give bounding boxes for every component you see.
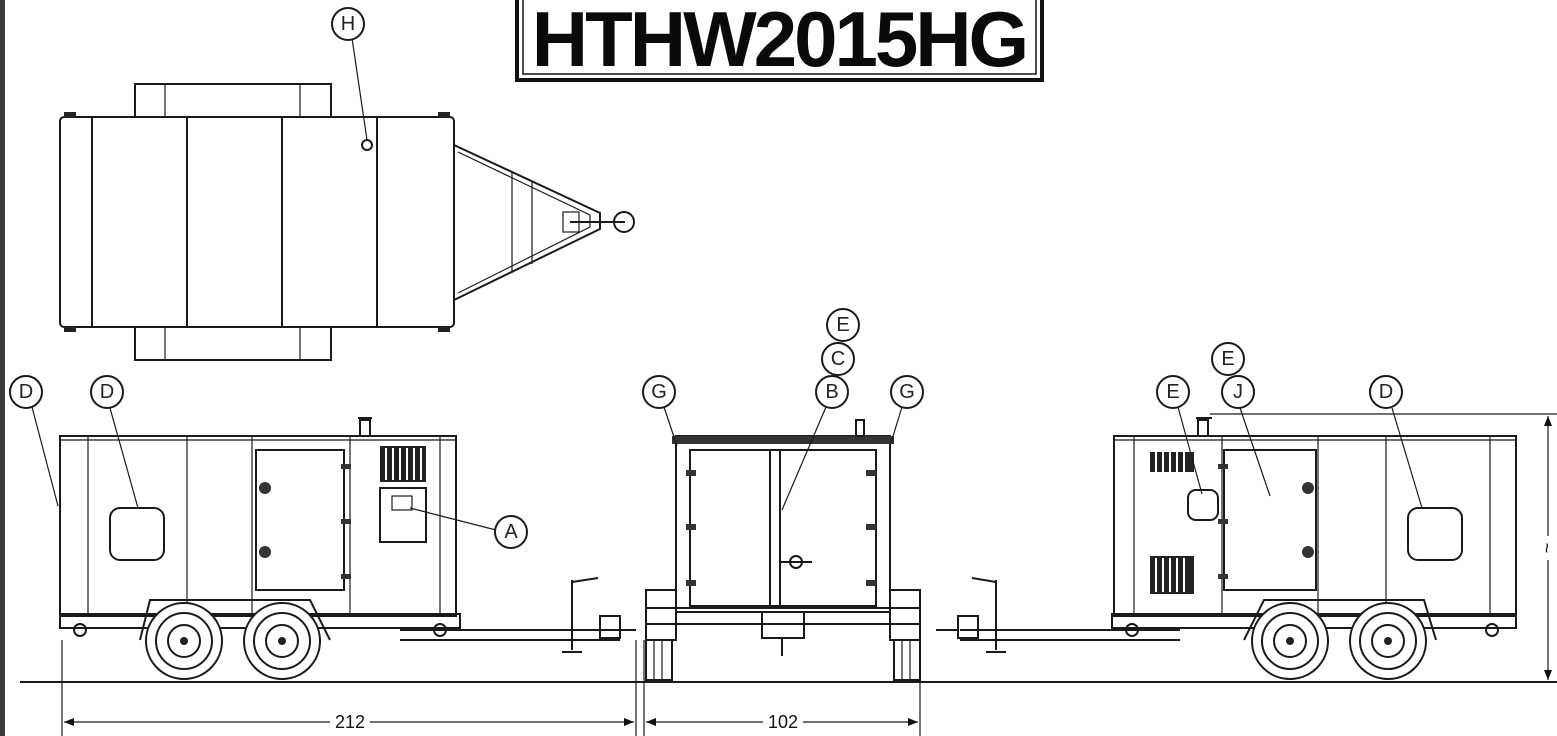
callout-d-left-1: D — [9, 375, 59, 507]
page-border — [0, 0, 5, 736]
height-dimension: ~ — [1210, 413, 1557, 680]
svg-text:D: D — [1379, 381, 1393, 403]
top-view — [59, 83, 635, 361]
svg-text:A: A — [504, 521, 518, 543]
callout-c-rear: C — [821, 342, 855, 376]
svg-text:G: G — [651, 381, 667, 403]
callout-g-rear-right: G — [889, 375, 924, 447]
callout-d-right: D — [1369, 375, 1423, 509]
callout-e-right-1: E — [1156, 375, 1203, 495]
callout-h: H — [331, 7, 368, 141]
width-value: 102 — [768, 712, 798, 732]
callout-g-rear-left: G — [642, 375, 678, 447]
rear-view — [645, 419, 921, 681]
title-block: HTHW2015HG — [515, 0, 1044, 83]
svg-text:E: E — [1166, 381, 1179, 403]
svg-text:C: C — [831, 348, 845, 370]
width-dimension: 102 — [643, 640, 921, 736]
callout-a: A — [409, 507, 528, 549]
svg-text:B: B — [825, 381, 838, 403]
length-value: 212 — [335, 712, 365, 732]
svg-text:E: E — [836, 314, 849, 336]
svg-text:E: E — [1221, 348, 1234, 370]
callout-b-rear: B — [781, 375, 849, 511]
svg-text:D: D — [19, 381, 33, 403]
model-title: HTHW2015HG — [532, 0, 1026, 83]
left-side-view — [59, 417, 636, 680]
callout-j: J — [1221, 375, 1271, 497]
svg-text:D: D — [100, 381, 114, 403]
length-dimension: 212 — [61, 640, 637, 736]
svg-text:H: H — [341, 13, 355, 35]
height-value: ~ — [1537, 543, 1557, 554]
svg-text:J: J — [1233, 381, 1243, 403]
right-side-view — [936, 417, 1517, 680]
callout-e-rear: E — [826, 308, 860, 342]
svg-text:G: G — [899, 381, 915, 403]
callout-d-left-2: D — [90, 375, 139, 509]
callout-e-right-2: E — [1211, 342, 1245, 376]
